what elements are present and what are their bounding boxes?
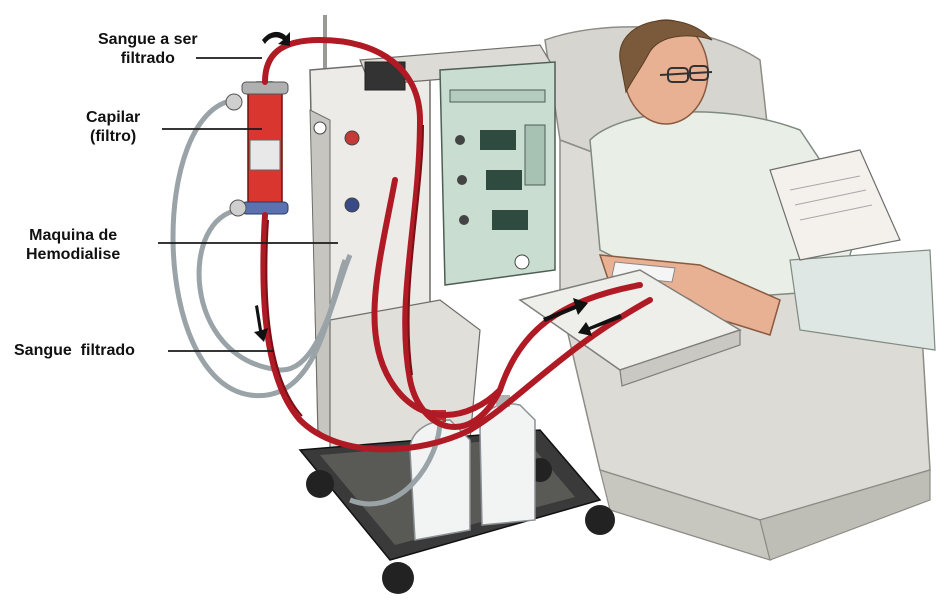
label-capillary-filter-line2: (filtro) — [86, 127, 140, 146]
label-blood-to-filter: Sangue a ser filtrado — [98, 30, 198, 68]
label-dialysis-machine-line1: Maquina de — [26, 226, 120, 245]
label-dialysis-machine: Maquina de Hemodialise — [26, 226, 120, 264]
capillary-filter — [226, 82, 288, 216]
label-dialysis-machine-line2: Hemodialise — [26, 245, 120, 264]
label-blood-to-filter-line1: Sangue a ser — [98, 30, 198, 49]
label-filtered-blood-line1: Sangue filtrado — [14, 341, 135, 360]
label-capillary-filter-line1: Capilar — [86, 108, 140, 127]
label-filtered-blood: Sangue filtrado — [14, 341, 135, 360]
label-capillary-filter: Capilar (filtro) — [86, 108, 140, 146]
label-blood-to-filter-line2: filtrado — [98, 49, 198, 68]
